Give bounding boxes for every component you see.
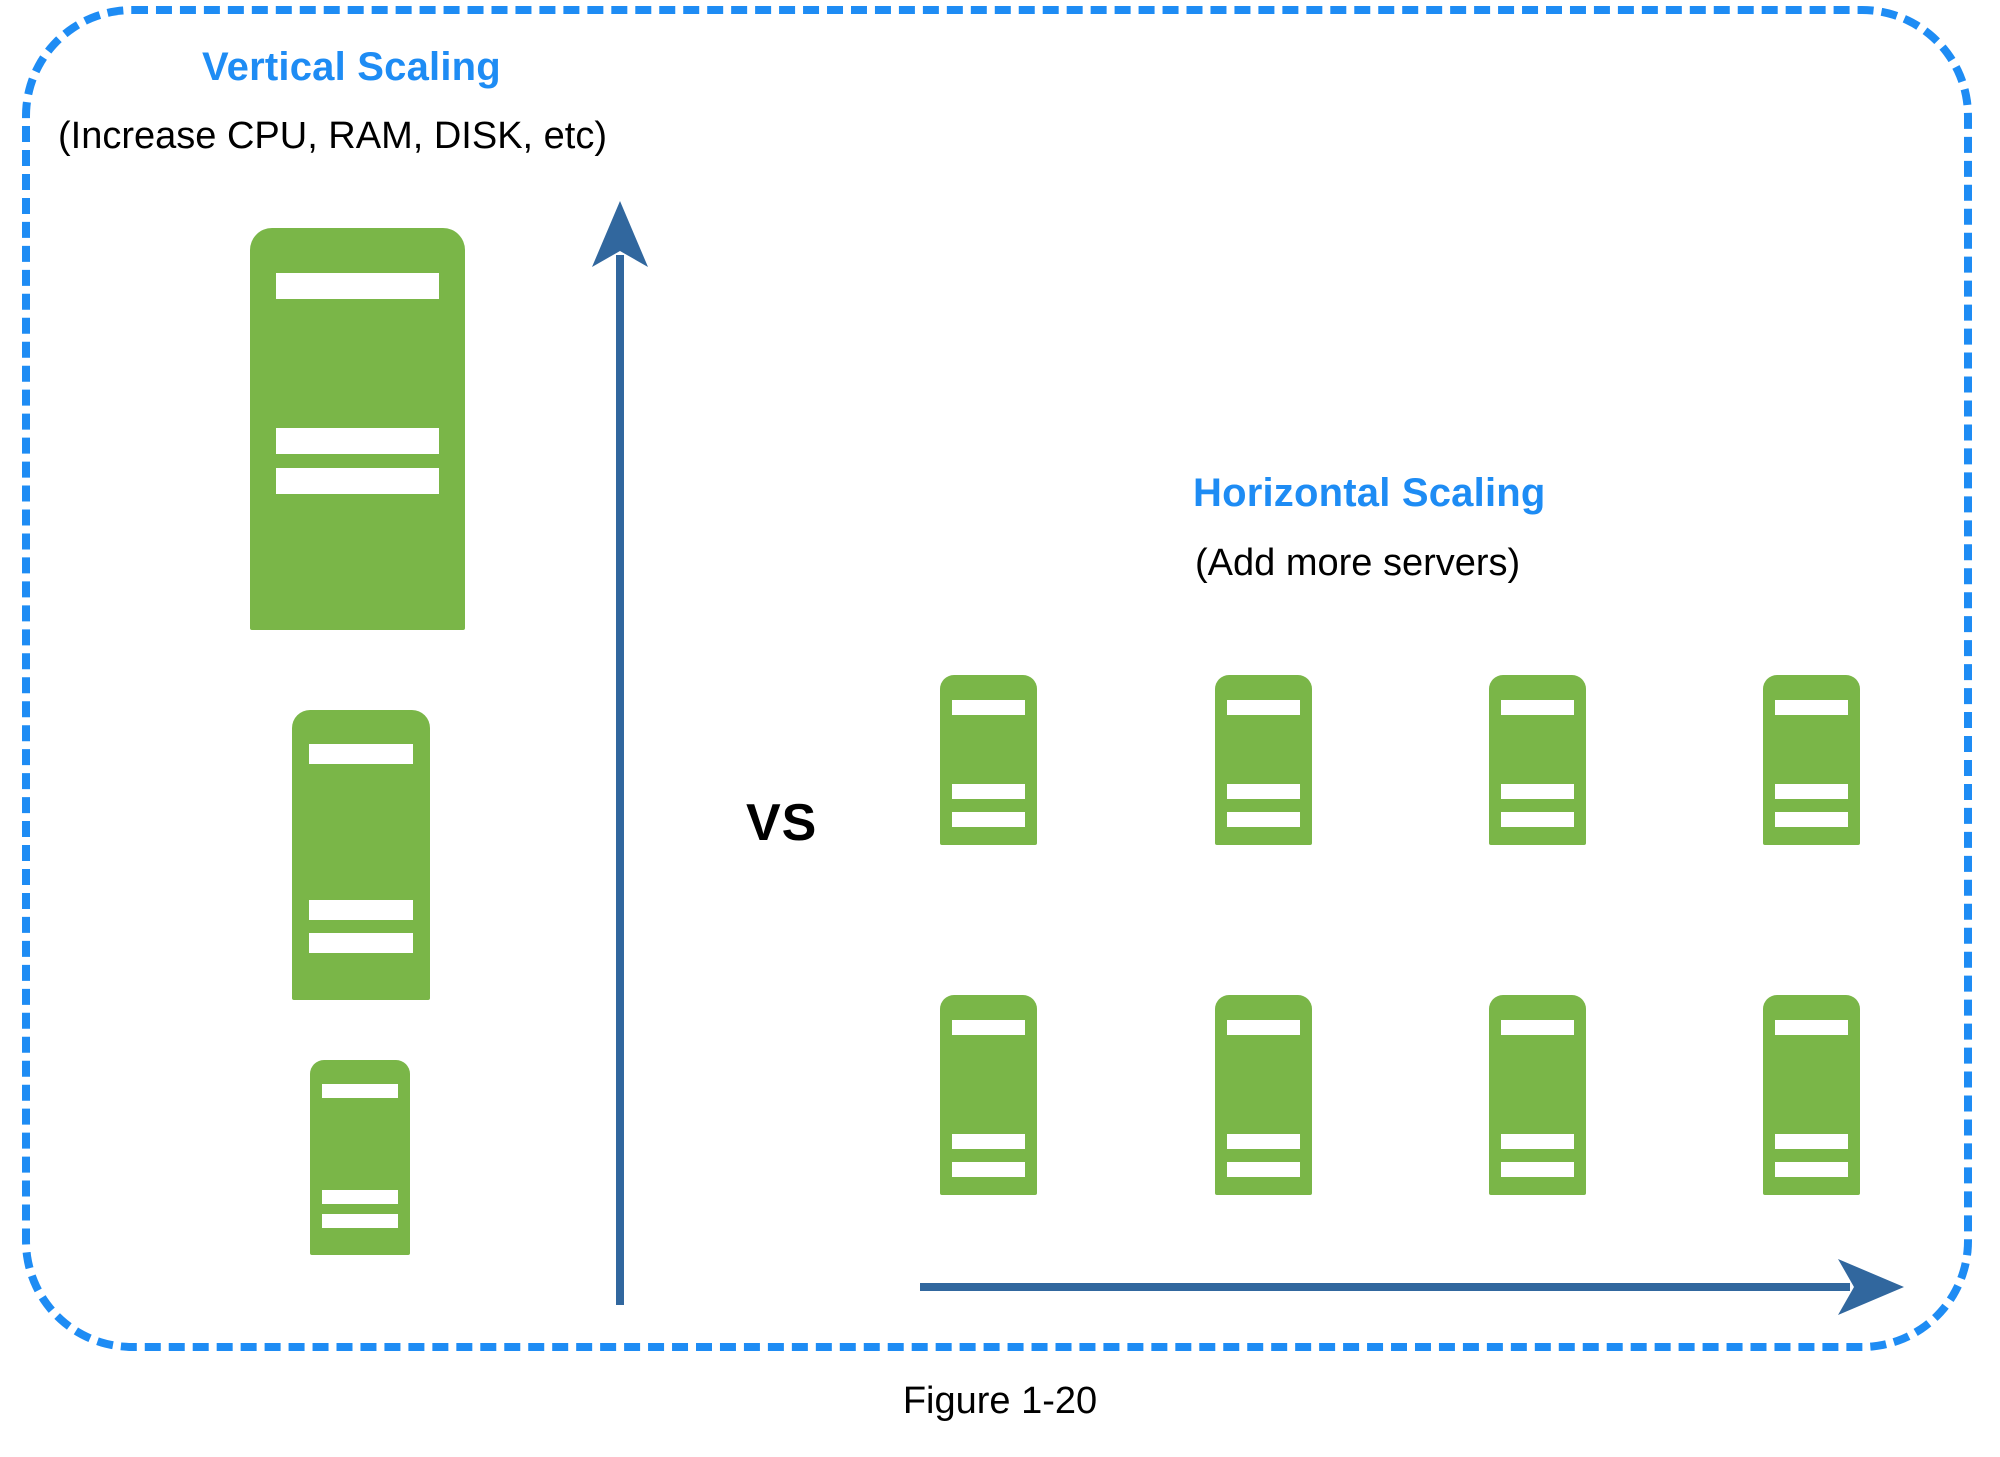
server-slot-bottom: [1226, 1162, 1301, 1177]
server-slot-bottom: [1774, 1162, 1849, 1177]
server-slot-middle: [308, 900, 414, 920]
server-slot-middle: [1226, 784, 1301, 799]
server-icon-farm: [1763, 675, 1860, 845]
server-icon-farm: [940, 675, 1037, 845]
server-icon-medium: [292, 710, 430, 1000]
server-icon-farm: [1763, 995, 1860, 1195]
server-slot-bottom: [951, 812, 1026, 827]
vertical-scaling-heading: Vertical Scaling: [202, 45, 501, 89]
server-slot-middle: [1226, 1134, 1301, 1149]
server-slot-top: [1226, 1020, 1301, 1035]
server-slot-top: [275, 273, 440, 299]
server-slot-middle: [1500, 1134, 1575, 1149]
server-icon-farm: [1215, 675, 1312, 845]
server-icon-small: [310, 1060, 410, 1255]
server-slot-middle: [1500, 784, 1575, 799]
server-slot-top: [1500, 700, 1575, 715]
server-slot-bottom: [1500, 812, 1575, 827]
server-slot-bottom: [308, 933, 414, 953]
server-slot-top: [951, 1020, 1026, 1035]
server-slot-middle: [275, 428, 440, 454]
server-slot-bottom: [1774, 812, 1849, 827]
server-slot-middle: [951, 1134, 1026, 1149]
vertical-scaling-subtext: (Increase CPU, RAM, DISK, etc): [58, 115, 608, 157]
server-icon-large: [250, 228, 465, 630]
server-slot-top: [951, 700, 1026, 715]
figure-caption: Figure 1-20: [902, 1380, 1098, 1422]
server-slot-top: [322, 1084, 398, 1098]
server-slot-middle: [1774, 1134, 1849, 1149]
up-arrow-icon: [592, 201, 648, 1305]
server-slot-top: [308, 744, 414, 764]
server-slot-top: [1774, 700, 1849, 715]
server-slot-bottom: [1226, 812, 1301, 827]
horizontal-scaling-subtext: (Add more servers): [1195, 542, 1521, 584]
server-slot-bottom: [1500, 1162, 1575, 1177]
horizontal-scaling-heading: Horizontal Scaling: [1193, 471, 1546, 515]
right-arrow-icon: [920, 1259, 1904, 1315]
server-slot-middle: [1774, 784, 1849, 799]
server-slot-middle: [322, 1190, 398, 1204]
server-icon-farm: [1489, 675, 1586, 845]
server-slot-bottom: [275, 468, 440, 494]
server-slot-middle: [951, 784, 1026, 799]
server-slot-top: [1774, 1020, 1849, 1035]
server-slot-top: [1226, 700, 1301, 715]
server-icon-farm: [1215, 995, 1312, 1195]
versus-label: VS: [746, 794, 818, 852]
server-slot-bottom: [322, 1214, 398, 1228]
server-slot-bottom: [951, 1162, 1026, 1177]
server-icon-farm: [940, 995, 1037, 1195]
server-icon-farm: [1489, 995, 1586, 1195]
server-slot-top: [1500, 1020, 1575, 1035]
